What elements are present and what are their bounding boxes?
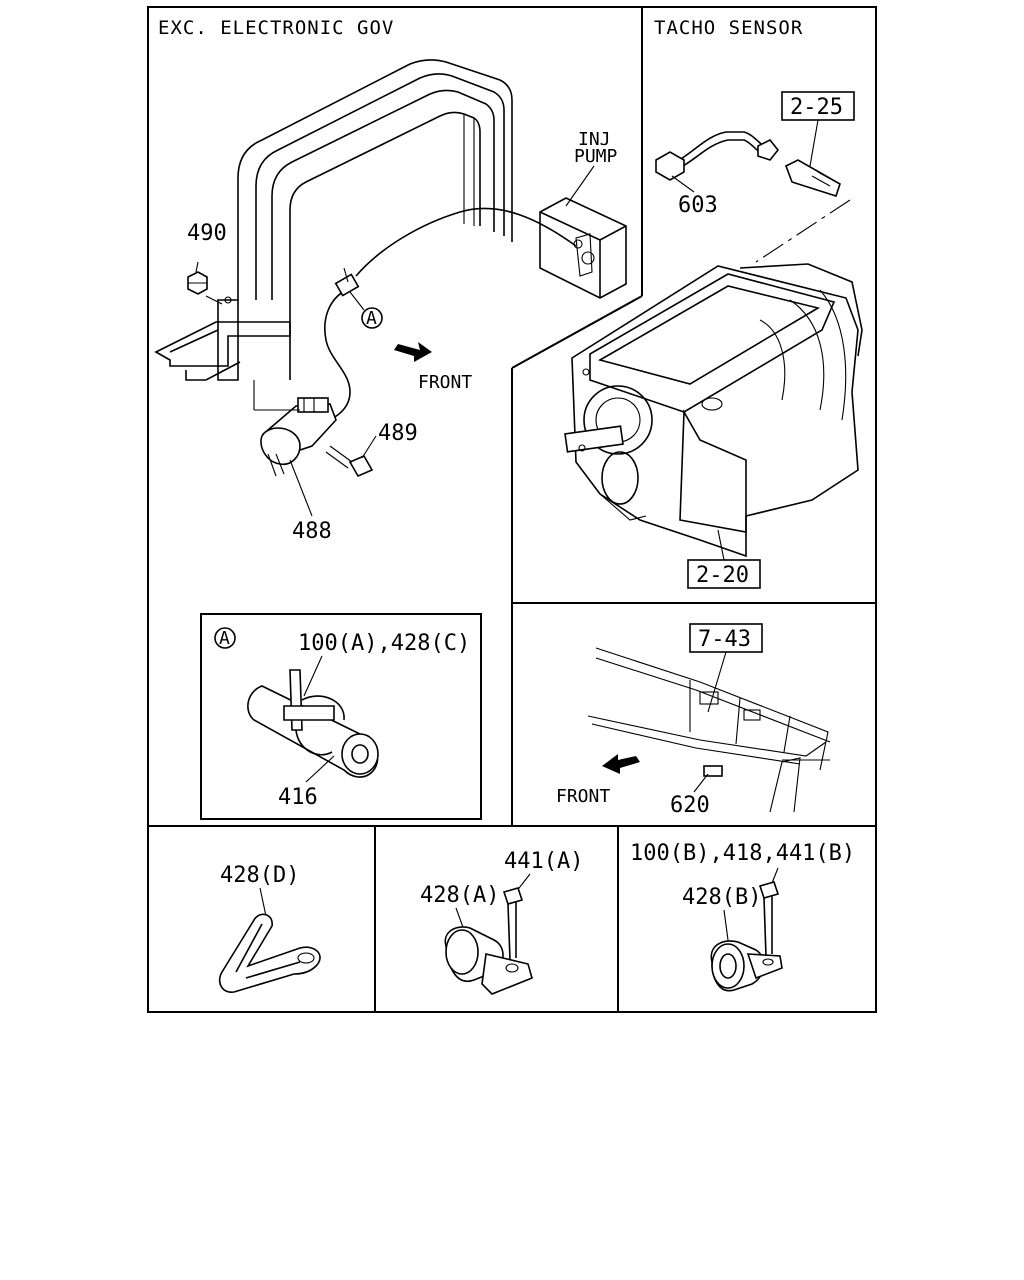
detail-a-callout-letter: A (219, 628, 230, 649)
label-488: 488 (292, 519, 332, 544)
label-428d: 428(D) (220, 863, 299, 888)
inj-pump-label-1: INJ (578, 129, 611, 150)
clip-428b (710, 881, 783, 992)
label-428b: 428(B) (682, 885, 761, 910)
bolt-489 (325, 445, 374, 478)
label-100a-428c: 100(A),428(C) (298, 631, 470, 656)
tacho-sensor-harness (655, 131, 841, 198)
front-label-main: FRONT (418, 372, 472, 393)
ref-2-25: 2-25 (790, 95, 843, 120)
label-620: 620 (670, 793, 710, 818)
label-490: 490 (187, 221, 227, 246)
dash-frame-drawing (587, 647, 831, 813)
detail-a-callout-circle (214, 627, 236, 649)
transmission-housing (564, 263, 863, 558)
ref-2-20: 2-20 (696, 563, 749, 588)
ref-7-43: 7-43 (698, 627, 751, 652)
inj-pump-label-2: PUMP (574, 146, 618, 167)
clip-428d (218, 913, 321, 993)
tacho-panel-header: TACHO SENSOR (654, 17, 803, 39)
cab-bracket-drawing (154, 59, 513, 381)
label-100b-418-441b: 100(B),418,441(B) (630, 841, 855, 866)
label-603: 603 (678, 193, 718, 218)
part-620 (703, 765, 723, 777)
detail-a-tube-clip (247, 669, 379, 778)
callout-a-circle (361, 307, 383, 329)
switch-488 (253, 380, 337, 477)
nut-490 (187, 261, 208, 295)
clip-428a (444, 887, 533, 995)
injection-pump (539, 197, 627, 299)
label-428a: 428(A) (420, 883, 499, 908)
throttle-cable (321, 207, 577, 425)
front-arrow-main (394, 342, 432, 362)
main-panel-header: EXC. ELECTRONIC GOV (158, 17, 394, 39)
label-416: 416 (278, 785, 318, 810)
callout-a-letter: A (366, 308, 377, 329)
tacho-leader-dash (755, 199, 851, 263)
front-label-dash: FRONT (556, 786, 610, 807)
front-arrow-dash (602, 754, 640, 774)
panel-frames (147, 6, 877, 1013)
label-441a: 441(A) (504, 849, 583, 874)
label-489: 489 (378, 421, 418, 446)
